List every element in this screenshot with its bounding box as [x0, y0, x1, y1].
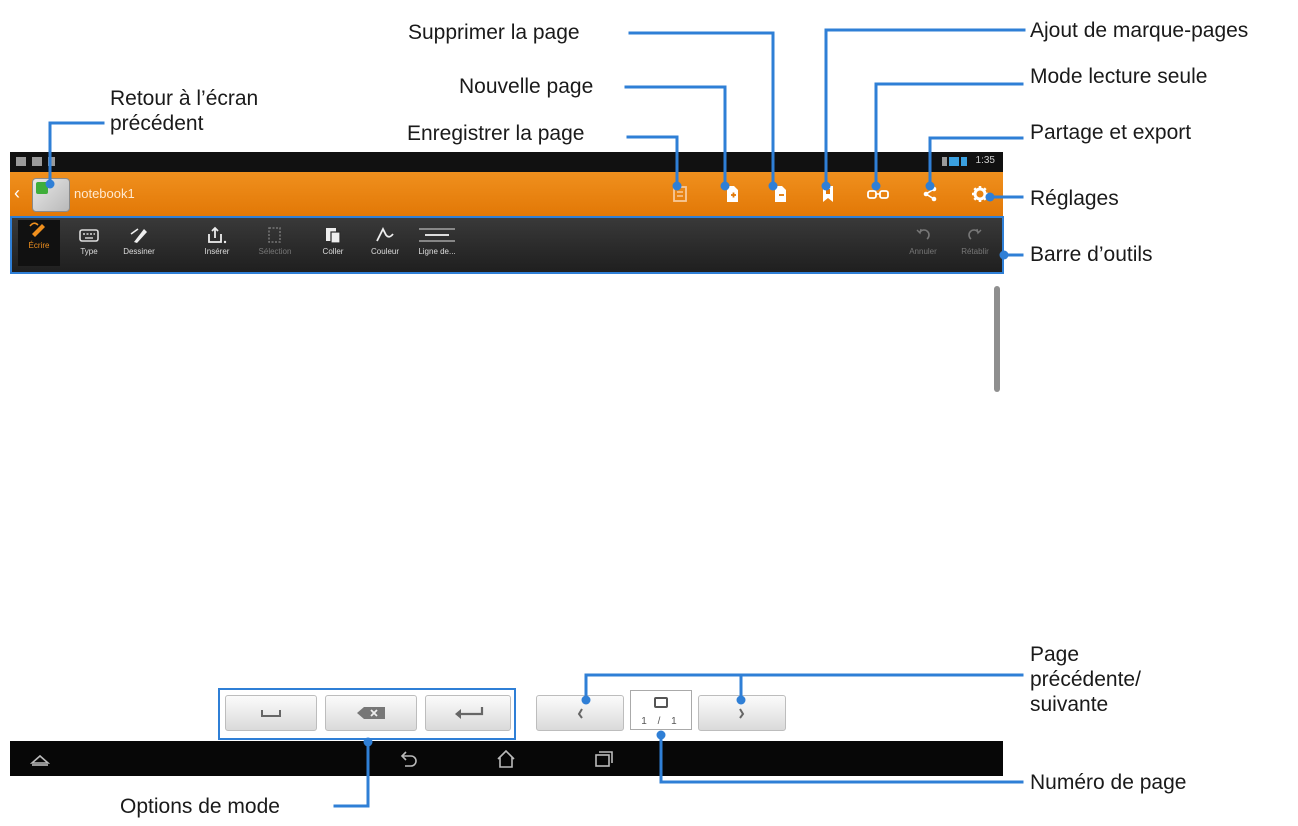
page-number[interactable]: 1 / 1	[630, 690, 692, 730]
tool-paste[interactable]: Coller	[312, 226, 354, 256]
glasses-icon	[867, 190, 889, 199]
draw-icon	[130, 228, 147, 243]
tool-label: Dessiner	[123, 247, 155, 256]
space-button[interactable]	[225, 695, 317, 731]
tool-type[interactable]: Type	[68, 226, 110, 256]
callout-dot	[656, 730, 666, 740]
back-chevron-icon[interactable]: ‹	[14, 183, 20, 203]
gallery-icon	[32, 157, 42, 166]
settings-button[interactable]	[968, 182, 992, 206]
redo-icon	[968, 228, 982, 240]
gear-icon	[972, 186, 988, 202]
wifi-icon	[949, 157, 959, 166]
screenshot-icon	[16, 157, 26, 166]
label-back-line1: Retour à l’écran	[110, 87, 259, 110]
label-prev-next-line2: précédente/	[1030, 668, 1141, 691]
new-page-icon	[727, 186, 738, 202]
tool-label: Écrire	[28, 241, 50, 250]
insert-icon	[208, 226, 227, 244]
color-icon	[376, 226, 394, 242]
page-indicator: 1 / 1	[641, 716, 681, 727]
backspace-icon	[357, 707, 385, 719]
tool-label: Sélection	[258, 247, 292, 256]
label-prev-next-line1: Page	[1030, 643, 1080, 666]
enter-button[interactable]	[425, 695, 511, 731]
keyboard-icon	[79, 229, 99, 242]
label-toolbar: Barre d’outils	[1030, 243, 1153, 266]
label-back: Retour à l’écran précédent	[110, 86, 258, 136]
tool-undo[interactable]: Annuler	[902, 226, 944, 256]
write-icon	[29, 222, 45, 237]
label-new-page: Nouvelle page	[459, 75, 594, 98]
chevron-left-icon	[577, 708, 583, 719]
label-save-page: Enregistrer la page	[407, 122, 585, 145]
mode-options-frame	[218, 688, 516, 740]
menu-up-icon[interactable]	[28, 748, 52, 770]
label-read-only: Mode lecture seule	[1030, 65, 1208, 88]
line-icon	[419, 228, 455, 242]
label-prev-next: Page précédente/ suivante	[1030, 642, 1141, 717]
tool-draw[interactable]: Dessiner	[118, 226, 160, 256]
tool-label: Couleur	[370, 247, 399, 256]
chevron-right-icon	[739, 708, 745, 719]
save-page-button[interactable]	[668, 182, 692, 206]
tool-redo[interactable]: Rétablir	[954, 226, 996, 256]
delete-page-icon	[775, 186, 786, 202]
notebook-title: notebook1	[74, 186, 135, 201]
tool-label: Type	[80, 247, 98, 256]
label-prev-next-line3: suivante	[1030, 693, 1109, 716]
tool-line[interactable]: Ligne de...	[416, 226, 458, 256]
next-page-button[interactable]	[698, 695, 786, 731]
status-time: 1:35	[975, 155, 995, 166]
bookmark-icon	[823, 186, 833, 202]
save-page-icon	[673, 186, 687, 202]
bookmark-button[interactable]	[816, 182, 840, 206]
bluetooth-icon	[942, 157, 947, 166]
label-share-export: Partage et export	[1030, 121, 1192, 144]
delete-page-button[interactable]	[768, 182, 792, 206]
paste-icon	[326, 228, 341, 244]
notebook-icon[interactable]	[32, 178, 70, 212]
tool-label: Coller	[322, 247, 344, 256]
label-back-line2: précédent	[110, 112, 204, 135]
tool-insert[interactable]: Insérer	[196, 226, 238, 256]
label-mode-options: Options de mode	[120, 795, 280, 818]
tool-label: Ligne de...	[418, 247, 456, 256]
space-icon	[261, 710, 281, 717]
label-add-bookmark: Ajout de marque-pages	[1030, 19, 1249, 42]
toolbar: Écrire Type Dessiner Insérer Sélection C…	[10, 216, 1003, 272]
enter-icon	[455, 707, 484, 719]
tool-write[interactable]: Écrire	[18, 220, 60, 266]
tool-label: Annuler	[909, 247, 937, 256]
tool-color[interactable]: Couleur	[364, 226, 406, 256]
tool-label: Insérer	[204, 247, 230, 256]
page-icon	[654, 697, 668, 708]
toolbar-highlight-frame	[10, 216, 1004, 274]
recent-apps-icon[interactable]	[592, 748, 616, 770]
share-button[interactable]	[918, 182, 942, 206]
label-settings: Réglages	[1030, 187, 1119, 210]
share-icon	[923, 186, 937, 202]
home-icon[interactable]	[494, 748, 518, 770]
undo-icon	[916, 228, 930, 240]
status-bar: 1:35	[10, 152, 1003, 172]
battery-icon	[961, 157, 967, 166]
backspace-button[interactable]	[325, 695, 417, 731]
selection-icon	[268, 227, 281, 243]
read-only-button[interactable]	[866, 182, 890, 206]
previous-page-button[interactable]	[536, 695, 624, 731]
file-icon	[48, 157, 55, 166]
action-bar: ‹ notebook1	[10, 172, 1003, 216]
new-page-button[interactable]	[720, 182, 744, 206]
label-page-number: Numéro de page	[1030, 771, 1187, 794]
system-nav-bar	[10, 741, 1003, 776]
back-icon[interactable]	[396, 748, 420, 770]
label-delete-page: Supprimer la page	[408, 21, 580, 44]
tool-label: Rétablir	[961, 247, 989, 256]
tool-selection[interactable]: Sélection	[254, 226, 296, 256]
scrollbar[interactable]	[994, 286, 1000, 392]
